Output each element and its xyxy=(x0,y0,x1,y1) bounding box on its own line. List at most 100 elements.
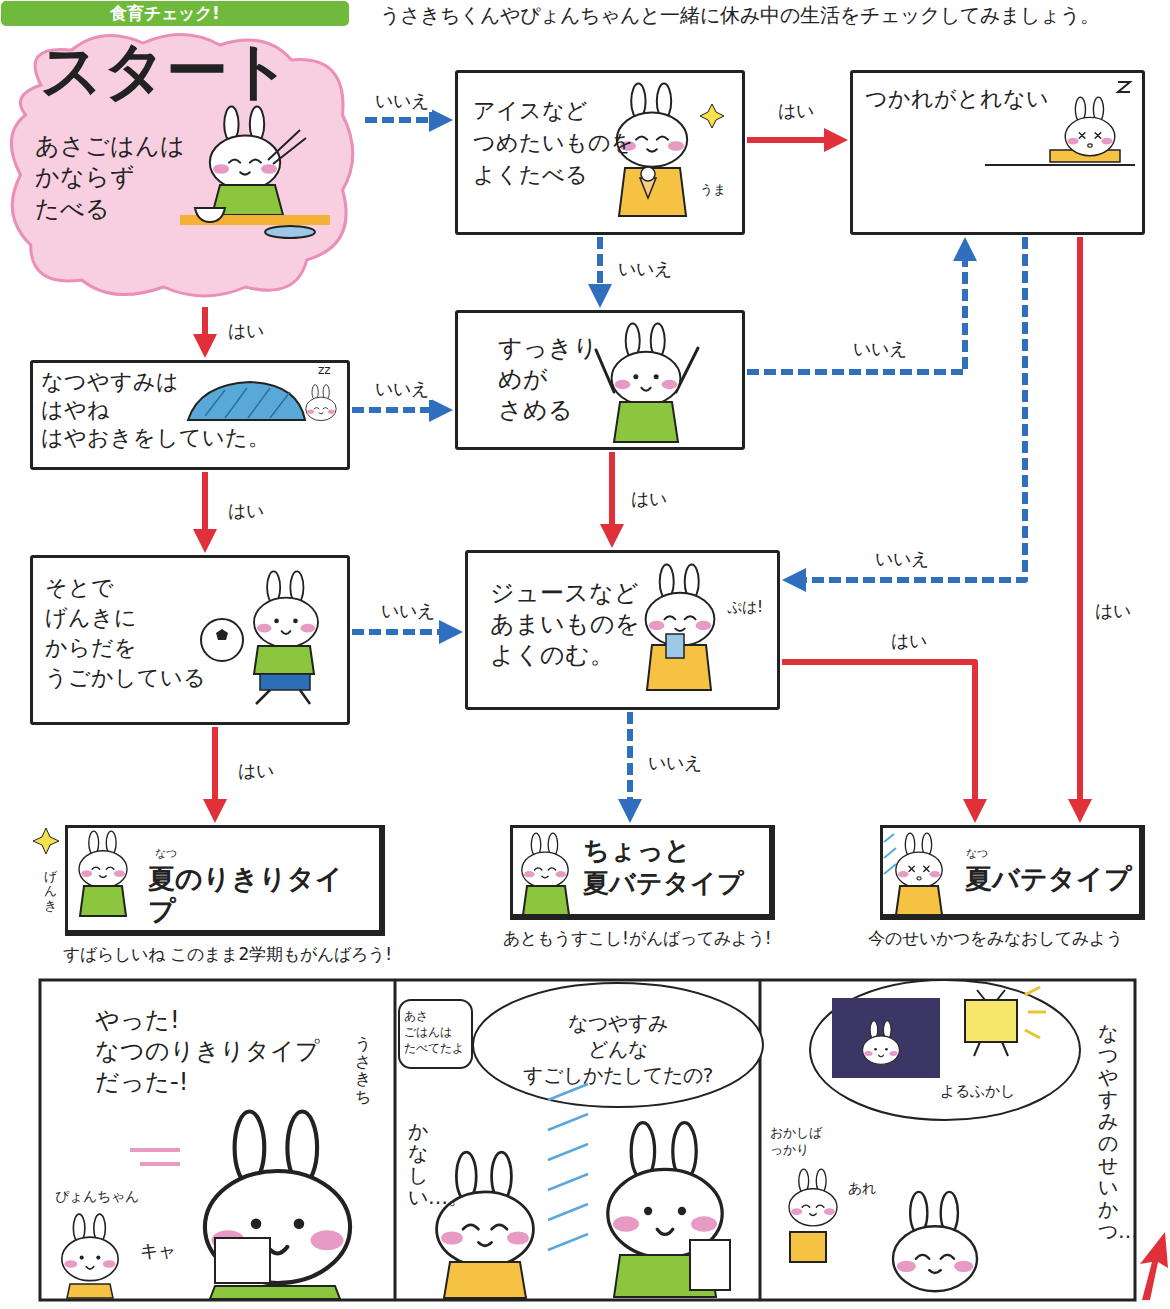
fatigue-bunny xyxy=(884,833,942,915)
comic-panel-two xyxy=(548,1084,588,1250)
comic-panel-two xyxy=(608,1123,722,1258)
result-message: 今のせいかつをみなおしてみよう xyxy=(868,928,1139,949)
free-label: うま xyxy=(700,182,726,198)
edge-label: はい xyxy=(775,100,817,122)
comic-panel-one xyxy=(205,1112,350,1284)
comic-panel-two xyxy=(473,983,763,1107)
result-box: ちょっと 夏バテタイプあともうすこし!がんばってみよう! xyxy=(510,825,775,920)
edge-label: はい xyxy=(628,488,670,510)
edge-label: はい xyxy=(888,630,930,652)
comic-panel-three xyxy=(789,980,1168,1300)
edge-label-anchor: いいえ xyxy=(378,600,438,622)
flow-arrow xyxy=(597,237,603,296)
label-anchor: やった! なつのりきりタイプ だった-! xyxy=(95,1005,330,1099)
label-anchor: なつ xyxy=(155,847,177,861)
question-box: つかれがとれない xyxy=(850,70,1145,235)
comic-panel-three xyxy=(1140,1232,1168,1300)
free-label: あさ ごはんは たべてたよ xyxy=(404,1008,468,1057)
node-text: 夏バテタイプ xyxy=(965,863,1135,895)
title-banner xyxy=(0,0,350,27)
label-anchor: うま xyxy=(700,182,726,198)
comic-panel-one xyxy=(130,1150,180,1164)
edge-label: いいえ xyxy=(615,258,675,280)
soccer-bunny xyxy=(260,674,310,690)
question-box: アイスなど つめたいものを よくたべる xyxy=(455,70,745,235)
node-text: 夏のりきりタイプ xyxy=(148,863,370,928)
flow-arrow xyxy=(212,727,218,811)
label-anchor: ぷは! xyxy=(727,598,763,617)
result-box: 夏のりきりタイプすばらしいね このまま2学期もがんばろう! xyxy=(65,825,385,936)
label-anchor: うさきちくんやぴょんちゃんと一緒に休み中の生活をチェックしてみましょう。 xyxy=(380,3,1100,28)
flow-arrow xyxy=(794,237,1025,580)
label-anchor: おかしばっかり xyxy=(770,1125,826,1159)
soccer-bunny xyxy=(254,571,318,647)
label-anchor: なつやすみ どんな すごしかたしてたの? xyxy=(513,1010,723,1088)
edge-label: いいえ xyxy=(645,752,705,774)
edge-label-anchor: いいえ xyxy=(372,378,432,400)
result-message: あともうすこし!がんばってみよう! xyxy=(503,928,769,949)
edge-label-anchor: はい xyxy=(628,488,670,510)
node-text: スタート xyxy=(40,37,363,105)
summer-strong-bunny xyxy=(33,828,127,916)
edge-label: いいえ xyxy=(850,338,910,360)
node-text: ジュースなど あまいものを よくのむ。 xyxy=(490,578,650,672)
sleeping-bunny xyxy=(188,382,336,421)
question-box: なつやすみは はやね はやおきをしていた。 xyxy=(30,360,350,470)
soccer-bunny xyxy=(201,619,243,661)
edge-label: いいえ xyxy=(372,90,432,112)
mild-fatigue-bunny xyxy=(523,886,569,915)
vertical-text: なつやすみの せいかつ… xyxy=(1098,1022,1118,1242)
edge-label: いいえ xyxy=(872,548,932,570)
free-label: あれ xyxy=(848,1180,876,1198)
juice-bunny xyxy=(646,565,715,690)
edge-label: はい xyxy=(225,320,267,342)
vertical-text: うさきち xyxy=(355,1035,371,1105)
summer-strong-bunny xyxy=(79,831,127,888)
tired-bunny xyxy=(985,164,1135,166)
label-anchor: よるふかし xyxy=(940,1082,1015,1101)
ice-bunny xyxy=(619,168,686,216)
comic-panel-three xyxy=(790,1232,826,1262)
comic-panel-one xyxy=(215,1238,270,1283)
free-label: よるふかし xyxy=(940,1082,1015,1101)
free-label: ぴょんちゃん xyxy=(55,1188,139,1206)
summer-strong-bunny xyxy=(80,886,126,916)
question-box: すっきり めが さめる xyxy=(455,310,745,450)
start-cloud: スタートあさごはんは かならず たべる xyxy=(0,25,363,305)
tired-bunny xyxy=(1118,82,1130,92)
flow-arrow xyxy=(609,452,615,536)
node-text: なつやすみは はやね はやおきをしていた。 xyxy=(41,368,281,452)
node-text: そとで げんきに からだを うごかしている xyxy=(45,573,215,693)
ice-bunny xyxy=(641,167,655,181)
free-label: キャ xyxy=(140,1240,176,1263)
label-anchor: zz xyxy=(318,363,331,378)
edge-label: はい xyxy=(1092,600,1134,622)
edge-label-anchor: はい xyxy=(225,500,267,522)
comic-panel-three xyxy=(832,998,940,1078)
breakfast-bunny xyxy=(265,226,315,238)
result-message: すばらしいね このまま2学期もがんばろう! xyxy=(63,944,379,965)
free-label: なつやすみ どんな すごしかたしてたの? xyxy=(513,1010,723,1088)
edge-label-anchor: はい xyxy=(775,100,817,122)
edge-label-anchor: はい xyxy=(225,320,267,342)
question-box: ジュースなど あまいものを よくのむ。 xyxy=(465,550,780,710)
label-anchor: うさきち xyxy=(355,1035,371,1105)
edge-label: はい xyxy=(225,500,267,522)
fatigue-bunny xyxy=(884,834,896,874)
comic-panel-three xyxy=(1025,987,1046,1038)
flow-arrow xyxy=(1077,237,1083,811)
free-label: なつ xyxy=(966,847,988,861)
ice-bunny xyxy=(700,104,724,128)
sleeping-bunny xyxy=(205,388,290,418)
waking-bunny xyxy=(596,324,698,442)
fatigue-bunny xyxy=(896,886,942,915)
edge-label-anchor: いいえ xyxy=(872,548,932,570)
fatigue-bunny xyxy=(896,833,942,888)
edge-label-anchor: いいえ xyxy=(645,752,705,774)
edge-label: はい xyxy=(235,760,277,782)
label-anchor: なつ xyxy=(966,847,988,861)
flow-arrow xyxy=(202,307,208,346)
flow-arrow xyxy=(202,472,208,541)
edge-label: いいえ xyxy=(378,600,438,622)
free-label: うさきちくんやぴょんちゃんと一緒に休み中の生活をチェックしてみましょう。 xyxy=(380,3,1100,28)
